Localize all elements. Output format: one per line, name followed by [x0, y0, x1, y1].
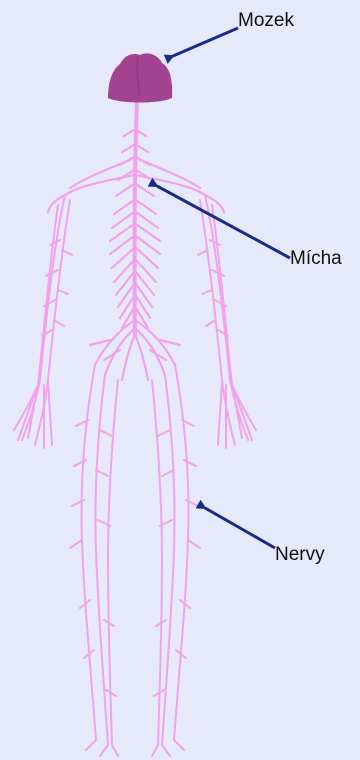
left-arm-nerves	[14, 195, 72, 448]
nerves	[14, 102, 256, 756]
left-leg-nerves	[70, 365, 118, 756]
right-leg-nerves	[152, 365, 200, 756]
label-brain: Mozek	[238, 11, 294, 30]
label-nerves: Nervy	[275, 545, 325, 564]
right-arm-nerves	[198, 195, 256, 448]
arrow-to-spinal-cord	[157, 186, 290, 258]
brain	[108, 53, 172, 102]
spinal-cord	[135, 102, 137, 335]
label-spinal-cord: Mícha	[290, 249, 342, 268]
arrow-to-brain	[173, 28, 238, 56]
arrow-to-nerves	[205, 508, 275, 548]
